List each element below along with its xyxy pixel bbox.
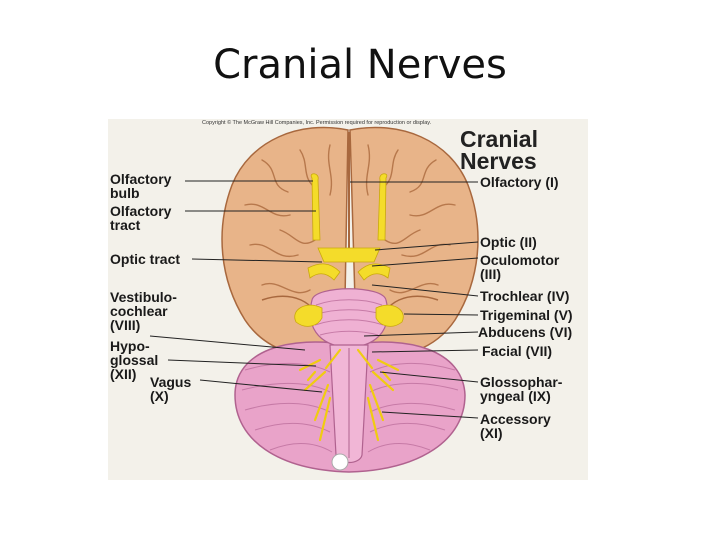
leader-lines xyxy=(149,180,479,419)
nerve-roots xyxy=(298,348,400,442)
label-trigeminal: Trigeminal (V) xyxy=(480,307,573,323)
figure-title-line-2: Nerves xyxy=(460,148,537,174)
label-olfactory-bulb: Olfactory bulb xyxy=(110,171,172,201)
label-optic: Optic (II) xyxy=(480,234,537,250)
label-abducens: Abducens (VI) xyxy=(478,324,573,340)
label-glossopharyngeal: Glossophar- yngeal (IX) xyxy=(480,374,563,404)
label-optic-tract: Optic tract xyxy=(110,251,181,267)
slide-title: Cranial Nerves xyxy=(213,42,507,88)
figure-title: Cranial Nerves xyxy=(460,126,538,174)
label-facial: Facial (VII) xyxy=(482,343,553,359)
label-oculomotor: Oculomotor (III) xyxy=(480,252,560,282)
label-olfactory-tract: Olfactory tract xyxy=(110,203,172,233)
label-vagus: Vagus (X) xyxy=(150,374,192,404)
nerves xyxy=(294,173,404,327)
label-vestibulocochlear: Vestibulo- cochlear (VIII) xyxy=(110,289,177,333)
label-hypoglossal: Hypo- glossal (XII) xyxy=(110,338,159,382)
copyright-notice: Copyright © The McGraw Hill Companies, I… xyxy=(202,120,432,126)
sulci xyxy=(244,144,456,294)
label-trochlear: Trochlear (IV) xyxy=(480,288,570,304)
label-olfactory: Olfactory (I) xyxy=(480,174,559,190)
label-accessory: Accessory (XI) xyxy=(480,411,551,441)
figure-title-line-1: Cranial xyxy=(460,126,538,152)
